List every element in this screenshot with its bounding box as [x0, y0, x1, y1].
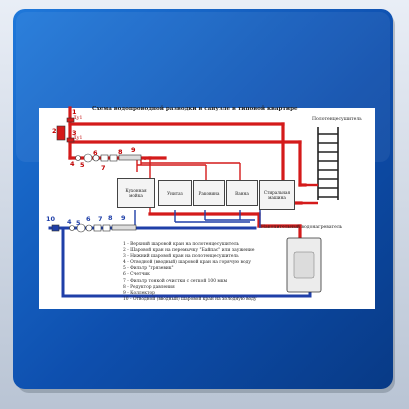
- cold-fittings: [51, 223, 137, 233]
- legend-item: 10 - Отводной (вводный) шаровой кран на …: [123, 296, 257, 302]
- towel-warmer-label: Полотенцесушитель: [312, 117, 362, 122]
- legend-item: 3 - Нижний шаровой кран на полотенцесуши…: [123, 254, 239, 260]
- diagram-title: Схема водопроводной разводки в санузле в…: [92, 106, 298, 112]
- marker-2: 2: [52, 127, 57, 135]
- fixture-toilet: Унитаз: [158, 180, 192, 206]
- water-heater-panel: [293, 251, 315, 279]
- marker-8: 8: [118, 148, 123, 156]
- legend-item: 6 - Счетчик: [123, 272, 150, 278]
- marker-cold-5: 5: [76, 219, 81, 227]
- marker-5: 5: [80, 161, 85, 169]
- legend-item: 4 - Отводной (вводный) шаровой кран на г…: [123, 260, 251, 266]
- marker-cold-6: 6: [86, 215, 91, 223]
- legend-item: 9 - Коллектор: [123, 290, 155, 296]
- towel-warmer: [317, 127, 339, 200]
- marker-1: 1: [72, 108, 77, 116]
- marker-10: 10: [46, 215, 56, 223]
- towel-connectors: [301, 183, 318, 205]
- legend-item: 7 - Фильтр тонкой очистки с сеткой 100 м…: [123, 278, 227, 284]
- riser-tag-bottom: Ду1: [73, 136, 83, 141]
- legend-item: 5 - Фильтр "грязевик": [123, 266, 174, 272]
- marker-7: 7: [101, 164, 106, 172]
- marker-cold-9: 9: [121, 214, 126, 222]
- marker-6: 6: [93, 149, 98, 157]
- marker-9: 9: [131, 146, 136, 154]
- marker-3: 3: [72, 129, 77, 137]
- marker-cold-8: 8: [108, 214, 113, 222]
- marker-cold-4: 4: [67, 218, 72, 226]
- legend-item: 8 - Редуктор давления: [123, 284, 175, 290]
- hot-fittings: [56, 117, 142, 163]
- water-heater-label: Накопительный водонагреватель: [261, 225, 343, 230]
- legend: 1 - Верхний шаровой кран на полотенцесуш…: [123, 242, 323, 303]
- fixture-washbasin: Раковина: [193, 180, 225, 206]
- marker-4: 4: [70, 160, 75, 168]
- legend-item: 2 - Шаровой кран на перемычку "Байпас" и…: [123, 248, 255, 254]
- marker-cold-7: 7: [98, 215, 103, 223]
- fixture-bathtub: Ванна: [226, 180, 258, 206]
- riser-tag-top: Ду1: [73, 116, 83, 121]
- fixture-washing-machine: Стиральная машина: [259, 180, 295, 210]
- legend-item: 1 - Верхний шаровой кран на полотенцесуш…: [123, 242, 240, 247]
- fixture-kitchen-sink: Кухонная мойка: [117, 178, 155, 208]
